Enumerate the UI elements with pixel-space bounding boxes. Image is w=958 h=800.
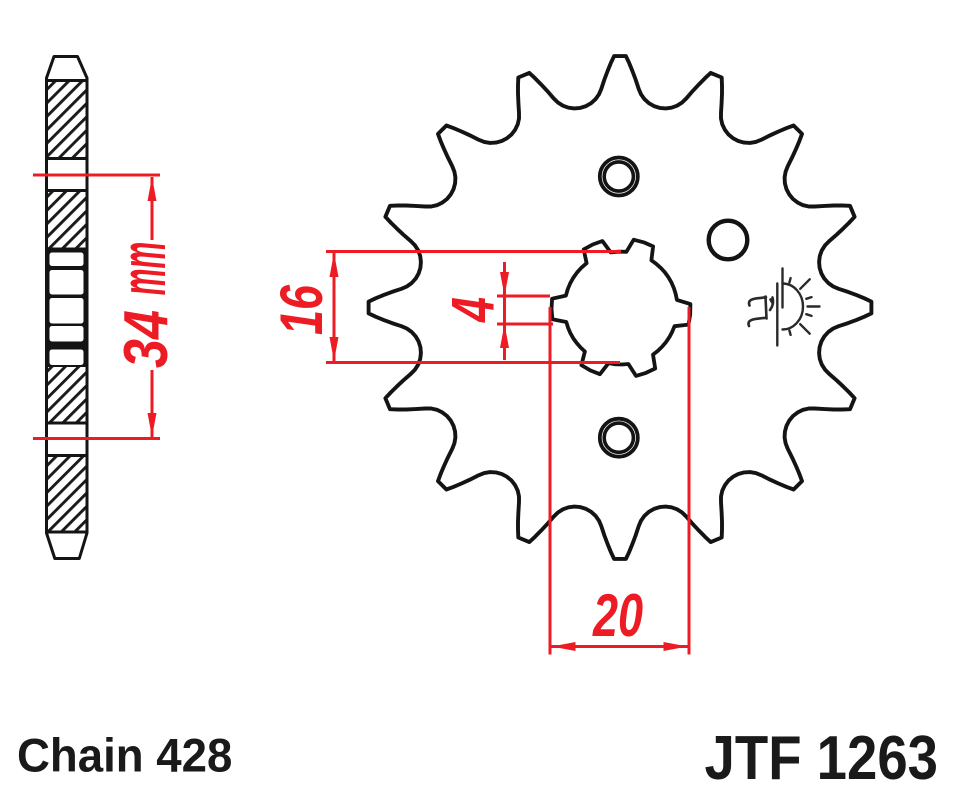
svg-text:34: 34 xyxy=(112,310,181,368)
svg-text:4: 4 xyxy=(440,297,507,323)
svg-text:Chain 428: Chain 428 xyxy=(17,729,232,782)
svg-text:16: 16 xyxy=(269,285,336,335)
svg-text:JTF 1263: JTF 1263 xyxy=(705,724,938,793)
svg-text:mm: mm xyxy=(107,242,179,295)
svg-text:20: 20 xyxy=(592,583,643,650)
